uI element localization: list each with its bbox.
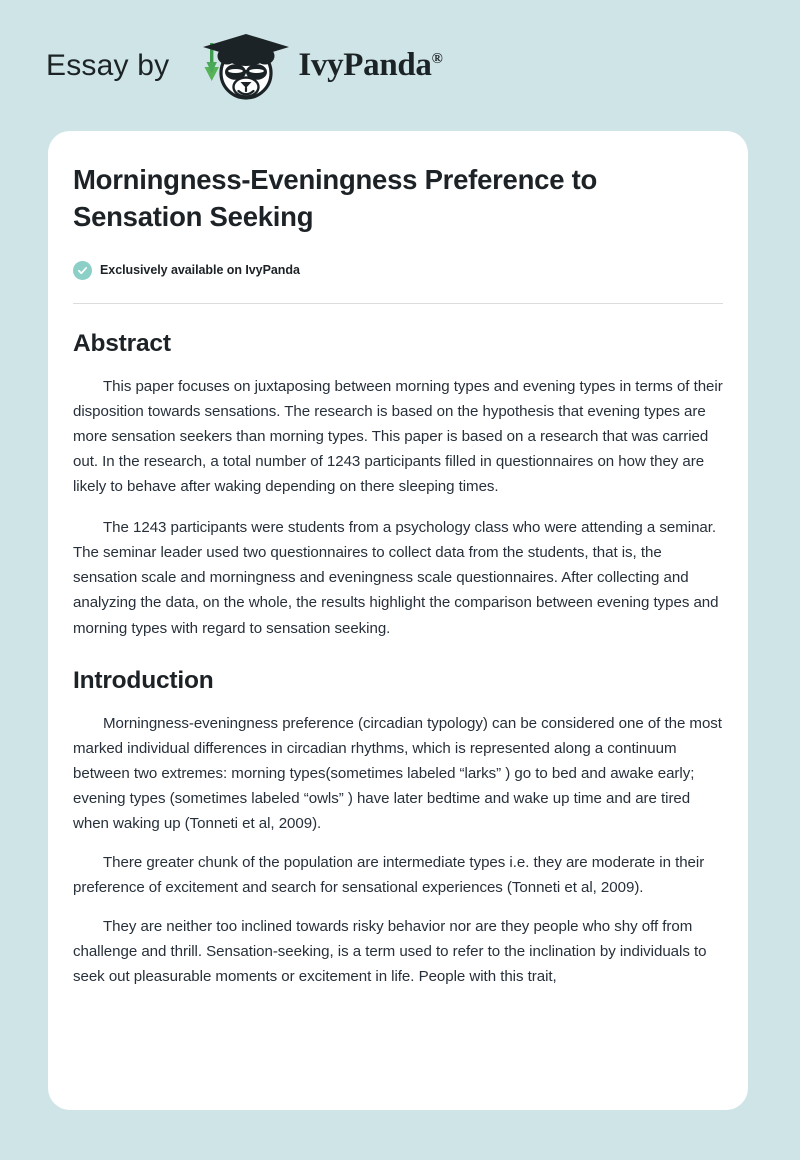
brand-name-text: IvyPanda — [298, 47, 432, 83]
paragraph: Morningness-eveningness preference (circ… — [73, 714, 722, 833]
essay-by-label: Essay by — [46, 48, 170, 82]
brand-header: Essay by — [0, 0, 800, 131]
paragraph: There greater chunk of the population ar… — [73, 854, 705, 897]
section-heading-abstract: Abstract — [73, 329, 171, 357]
exclusive-availability-badge: Exclusively available on IvyPanda — [73, 260, 723, 280]
registered-trademark-symbol: ® — [431, 51, 443, 67]
panda-graduation-cap-logo-icon — [185, 29, 303, 103]
header-divider — [73, 302, 723, 304]
paragraph: This paper focuses on juxtaposing betwee… — [73, 378, 723, 496]
check-circle-icon — [73, 260, 92, 280]
paragraph: The 1243 participants were students from… — [73, 519, 719, 637]
page-title: Morningness-Eveningness Preference to Se… — [73, 164, 598, 232]
badge-label: Exclusively available on IvyPanda — [100, 263, 300, 278]
section-heading-introduction: Introduction — [73, 666, 214, 694]
essay-paper-card: Morningness-Eveningness Preference to Se… — [48, 131, 748, 1110]
brand-wordmark: IvyPanda® — [298, 47, 443, 83]
paragraph: They are neither too inclined towards ri… — [73, 918, 707, 986]
ivypanda-logo[interactable]: IvyPanda® — [185, 29, 443, 103]
